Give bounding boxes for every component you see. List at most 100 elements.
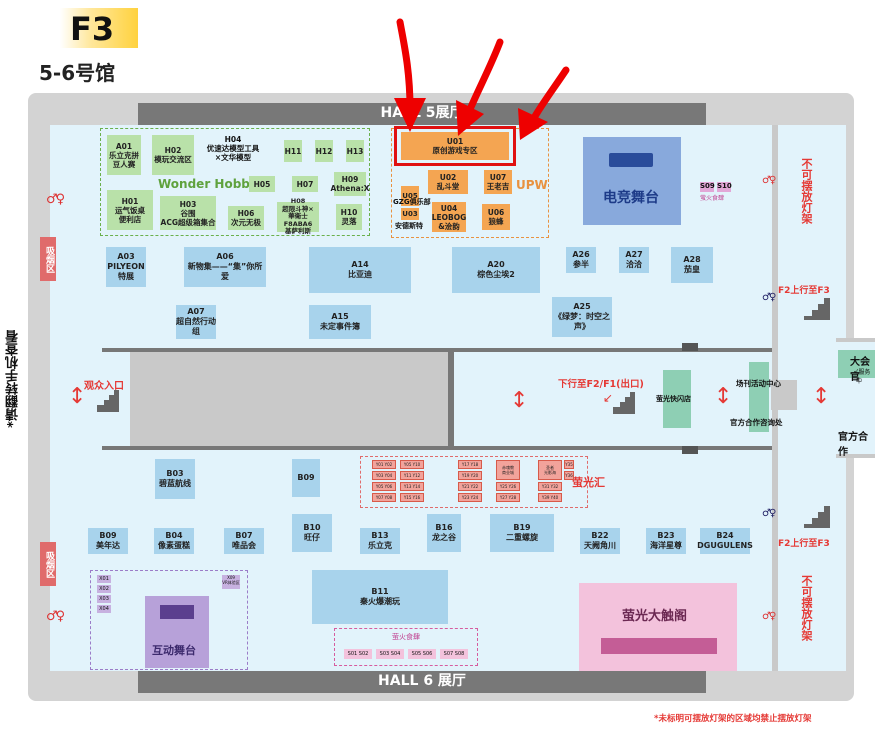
booth-S10[interactable]: S10 [717, 182, 732, 192]
booth-code: H10 [340, 208, 358, 217]
y-booth[interactable]: Y13 Y14 [400, 482, 424, 491]
x-booth[interactable]: X03 [97, 595, 111, 603]
y-booth[interactable]: Y31 Y32 [538, 482, 562, 491]
flash-store[interactable] [663, 370, 691, 428]
booth-H05[interactable]: H05 [249, 176, 275, 192]
y-booth[interactable]: Y07 Y08 [372, 493, 396, 502]
booth-code: U04 [440, 203, 458, 213]
event-center[interactable] [749, 362, 769, 432]
y-booth[interactable]: Y21 Y22 [458, 482, 482, 491]
booth-code: U03 [402, 209, 418, 218]
booth-name: ×文华模型 [214, 153, 252, 162]
y-booth[interactable]: Y15 Y16 [400, 493, 424, 502]
x-booth[interactable]: X01 [97, 575, 111, 583]
booth-name: 优速达模型工具 [206, 144, 260, 153]
y-booth[interactable]: Y01 Y02 [372, 460, 396, 469]
booth-H12[interactable]: H12 [315, 140, 333, 162]
y-booth[interactable]: Y25 Y26 [496, 482, 520, 491]
firefly-hall[interactable] [579, 583, 737, 671]
y-booth[interactable]: Y35 [564, 460, 574, 469]
booth-code: B09 [99, 531, 117, 540]
booth-code: B09 [297, 473, 315, 482]
corridor-line-bottom [102, 446, 712, 450]
y-booth[interactable]: Y39 Y40 [538, 493, 562, 502]
x-booth[interactable]: X04 [97, 605, 111, 613]
booth-name: 次元无极 [231, 218, 261, 227]
s-booth[interactable]: S05 S06 [408, 649, 436, 659]
y-booth[interactable]: Y11 Y12 [400, 471, 424, 480]
big-hall-box[interactable] [838, 350, 875, 378]
s-booth[interactable]: S03 S04 [376, 649, 404, 659]
arrow-icon: ↙ [603, 391, 614, 405]
y-booth[interactable]: Y19 Y20 [458, 471, 482, 480]
booth-U03[interactable]: U03 [401, 208, 419, 220]
y-booth-large[interactable]: 赤魂教商业城 [496, 460, 520, 480]
booth-U05[interactable]: U05 [401, 186, 419, 206]
hall5-bar: HALL 5展厅 [138, 103, 706, 125]
booth-H11[interactable]: H11 [284, 140, 302, 162]
booth-H13[interactable]: H13 [346, 140, 364, 162]
booth-code: A20 [487, 260, 505, 269]
x-booth[interactable]: X02 [97, 585, 111, 593]
booth-code: U05 [402, 192, 418, 200]
y-booth[interactable]: Y23 Y24 [458, 493, 482, 502]
booth-H07[interactable]: H07 [292, 176, 318, 192]
y-booth[interactable]: Y17 Y18 [458, 460, 482, 469]
y-booth[interactable]: Y05 Y10 [400, 460, 424, 469]
y-booth[interactable]: Y27 Y28 [496, 493, 520, 502]
y-booth[interactable]: Y05 Y06 [372, 482, 396, 491]
y-booth[interactable]: Y36 [564, 471, 574, 480]
floor-label: F3 [70, 10, 115, 48]
booth-B09-top[interactable]: B09 [292, 459, 320, 497]
booth-A25[interactable]: A25《绿梦：时空之声》 [552, 297, 612, 337]
s-booth[interactable]: S01 S02 [344, 649, 372, 659]
y-booth-large[interactable]: 圣者光影海 [538, 460, 562, 480]
booth-code: H02 [164, 146, 182, 155]
y-booth[interactable]: Y03 Y04 [372, 471, 396, 480]
s-booth[interactable]: S07 S08 [440, 649, 468, 659]
booth-name: ACG超级箱集合 [160, 217, 216, 227]
big-hall-sub: (服务中 [856, 369, 871, 385]
booth-name: 二重螺旋 [506, 533, 538, 542]
esports-stage[interactable] [583, 137, 681, 225]
booth-name: &浍韵 [438, 221, 460, 231]
y-booth-label: 圣者 [546, 465, 554, 470]
booth-S09[interactable]: S09 [700, 182, 715, 192]
